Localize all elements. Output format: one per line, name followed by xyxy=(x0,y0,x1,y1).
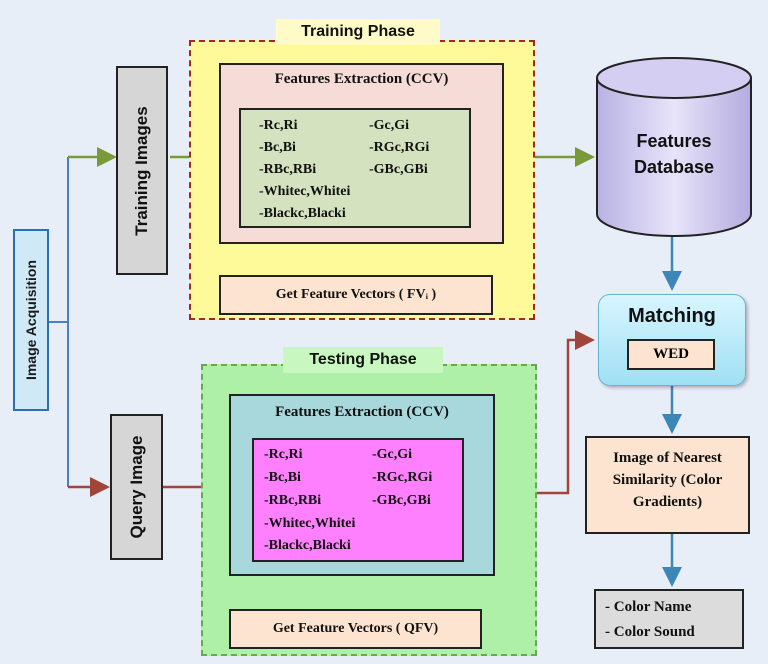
training-extraction-title: Features Extraction (CCV) xyxy=(274,71,449,87)
testing-feature-vectors-box: Get Feature Vectors ( QFV) xyxy=(229,609,482,649)
query-image-box: Query Image xyxy=(110,414,163,560)
color-name-output: - Color Name xyxy=(605,599,692,615)
database-line1: Features xyxy=(636,131,712,151)
feature-item: -Whitec,Whitei xyxy=(259,184,351,199)
feature-item: -RBc,RBi xyxy=(259,162,317,177)
arrow-testing-to-matching xyxy=(537,330,595,495)
feature-item: -GBc,GBi xyxy=(372,493,431,508)
database-cylinder-icon xyxy=(596,57,752,237)
feature-item: -Gc,Gi xyxy=(372,447,413,462)
feature-item: -Rc,Ri xyxy=(264,447,303,462)
query-image-label: Query Image xyxy=(126,435,146,539)
feature-item: -RBc,RBi xyxy=(264,493,322,508)
feature-item: -Blackc,Blacki xyxy=(264,538,351,553)
feature-item: -Bc,Bi xyxy=(264,470,301,485)
matching-title: Matching xyxy=(628,305,716,327)
feature-item: -Gc,Gi xyxy=(369,118,410,133)
nearest-line1: Image of Nearest xyxy=(613,450,722,466)
wed-box: WED xyxy=(627,339,715,370)
feature-item: -RGc,RGi xyxy=(372,470,433,485)
database-line2: Database xyxy=(633,157,715,177)
feature-item: -GBc,GBi xyxy=(369,162,428,177)
image-acquisition-box: Image Acquisition xyxy=(13,229,49,411)
training-feature-list: -Rc,Ri -Gc,Gi -Bc,Bi -RGc,RGi -RBc,RBi -… xyxy=(239,108,471,228)
nearest-similarity-box: Image of Nearest Similarity (Color Gradi… xyxy=(585,436,750,534)
image-acquisition-label: Image Acquisition xyxy=(23,259,39,381)
feature-item: -Blackc,Blacki xyxy=(259,206,346,221)
output-box: - Color Name - Color Sound xyxy=(594,589,744,649)
color-sound-output: - Color Sound xyxy=(605,624,695,640)
nearest-line3: Gradients) xyxy=(632,494,703,510)
testing-phase-label: Testing Phase xyxy=(283,347,443,373)
features-database-label: Features Database xyxy=(594,128,754,180)
feature-item: -RGc,RGi xyxy=(369,140,430,155)
acquisition-branch xyxy=(49,157,69,487)
feature-item: -Rc,Ri xyxy=(259,118,298,133)
training-images-label: Training Images xyxy=(132,105,151,236)
training-images-box: Training Images xyxy=(116,66,168,275)
feature-item: -Bc,Bi xyxy=(259,140,296,155)
testing-feature-list: -Rc,Ri -Gc,Gi -Bc,Bi -RGc,RGi -RBc,RBi -… xyxy=(252,438,464,562)
nearest-line2: Similarity (Color xyxy=(612,472,723,488)
training-feature-vectors-box: Get Feature Vectors ( FVᵢ ) xyxy=(219,275,493,315)
testing-extraction-title: Features Extraction (CCV) xyxy=(275,404,449,420)
training-phase-label: Training Phase xyxy=(276,19,440,45)
feature-item: -Whitec,Whitei xyxy=(264,516,356,531)
